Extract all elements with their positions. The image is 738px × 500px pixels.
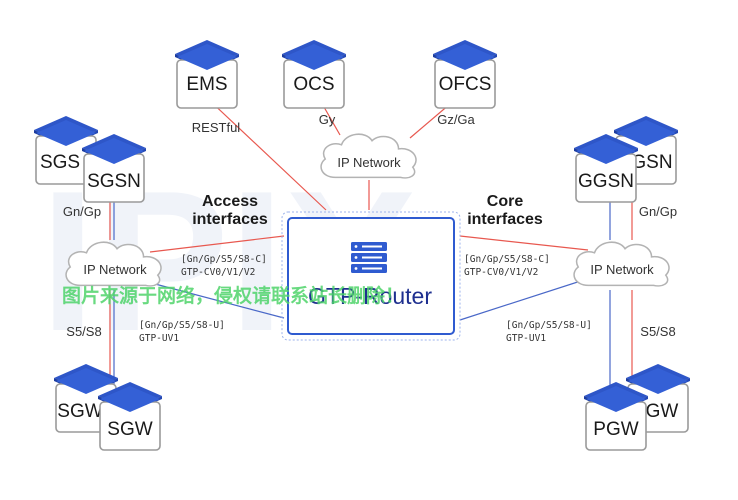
gy-label: Gy bbox=[319, 112, 336, 127]
gtp-router: GTP-Router bbox=[281, 211, 461, 341]
right-user-label-1: [Gn/Gp/S5/S8-U] bbox=[506, 320, 592, 331]
ocs-node: OCS bbox=[282, 40, 346, 109]
left-user-label-2: GTP-UV1 bbox=[139, 333, 179, 344]
svg-text:SGW: SGW bbox=[107, 419, 152, 440]
server-rack-icon bbox=[351, 242, 387, 273]
svg-text:GW: GW bbox=[646, 401, 679, 422]
overlay-watermark: 图片来源于网络，侵权请联系站长删除！ bbox=[62, 284, 404, 307]
sgw-node-back: SGW bbox=[54, 364, 118, 433]
core-heading-line2: interfaces bbox=[467, 211, 543, 228]
ems-node: EMS bbox=[175, 40, 239, 109]
core-heading-line1: Core bbox=[487, 193, 524, 210]
right-gn-gp-label: Gn/Gp bbox=[639, 204, 677, 219]
right-user-link bbox=[459, 277, 591, 321]
svg-text:PGW: PGW bbox=[593, 419, 638, 440]
right-s5-s8-label: S5/S8 bbox=[640, 324, 675, 339]
access-heading-line2: interfaces bbox=[192, 211, 268, 228]
router-label: GTP-Router bbox=[308, 283, 432, 309]
svg-text:IP Network: IP Network bbox=[590, 262, 654, 277]
left-user-label-1: [Gn/Gp/S5/S8-U] bbox=[139, 320, 225, 331]
ip-network-cloud-top: IP Network bbox=[320, 133, 417, 179]
svg-text:IP Network: IP Network bbox=[337, 155, 401, 170]
right-control-link bbox=[459, 235, 589, 251]
right-user-label-2: GTP-UV1 bbox=[506, 333, 546, 344]
gw-node: GW bbox=[626, 364, 690, 433]
gsn-node: GSN bbox=[614, 116, 678, 185]
left-user-link bbox=[139, 279, 285, 319]
left-s5-s8-label: S5/S8 bbox=[66, 324, 101, 339]
svg-text:OFCS: OFCS bbox=[439, 74, 492, 95]
sgs-node: SGS bbox=[34, 116, 98, 185]
pgw-node: PGW bbox=[584, 382, 648, 451]
svg-text:IP Network: IP Network bbox=[83, 262, 147, 277]
svg-text:GSN: GSN bbox=[631, 152, 672, 173]
left-control-link bbox=[149, 235, 285, 253]
left-control-label-1: [Gn/Gp/S5/S8-C] bbox=[181, 254, 267, 265]
left-control-label-2: GTP-CV0/V1/V2 bbox=[181, 267, 255, 278]
sgsn-node: SGSN bbox=[82, 134, 146, 203]
svg-text:OCS: OCS bbox=[293, 74, 334, 95]
ggsn-node: GGSN bbox=[574, 134, 638, 203]
sgw-node-front: SGW bbox=[98, 382, 162, 451]
svg-text:SGS: SGS bbox=[40, 152, 80, 173]
access-heading-line1: Access bbox=[202, 193, 258, 210]
gz-ga-label: Gz/Ga bbox=[437, 112, 475, 127]
svg-text:SGSN: SGSN bbox=[87, 171, 141, 192]
ems-link bbox=[206, 97, 327, 211]
ofcs-node: OFCS bbox=[433, 40, 497, 109]
svg-text:EMS: EMS bbox=[186, 74, 227, 95]
ip-network-cloud-left: IP Network bbox=[65, 241, 162, 287]
restful-label: RESTful bbox=[192, 120, 241, 135]
right-control-label-1: [Gn/Gp/S5/S8-C] bbox=[464, 254, 550, 265]
svg-text:GGSN: GGSN bbox=[578, 171, 634, 192]
left-gn-gp-label: Gn/Gp bbox=[63, 204, 101, 219]
ip-network-cloud-right: IP Network bbox=[573, 241, 670, 287]
svg-text:SGW: SGW bbox=[57, 401, 102, 422]
right-control-label-2: GTP-CV0/V1/V2 bbox=[464, 267, 538, 278]
